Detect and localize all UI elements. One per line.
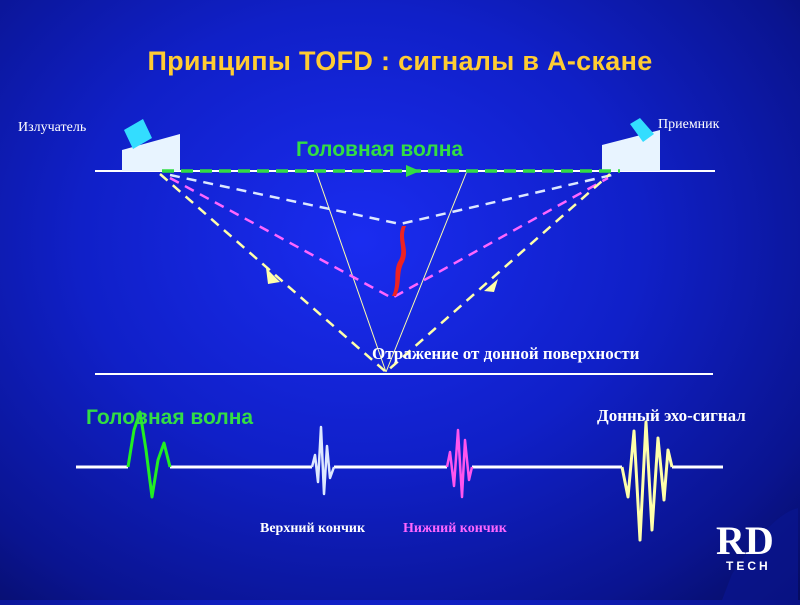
- lower-tip-label: Нижний кончик: [403, 521, 507, 536]
- backwall-echo-label: Донный эхо-сигнал: [597, 406, 746, 425]
- lower-tip-signal: [445, 428, 474, 499]
- lateral-wave-signal: [126, 410, 172, 499]
- backwall-reflection-label: Отражение от донной поверхности: [372, 344, 640, 363]
- lower-tip-path: [169, 176, 609, 300]
- lateral-wave-label: Головная волна: [296, 138, 464, 161]
- receiver-label: Приемник: [658, 117, 720, 132]
- backwall-echo-signal: [620, 420, 674, 542]
- upper-tip-label: Верхний кончик: [260, 521, 366, 536]
- crack-defect: [392, 226, 406, 296]
- backwall-arrow-down: [266, 268, 280, 284]
- backwall-arrow-up: [484, 279, 498, 292]
- transmitter-probe-icon: [122, 119, 180, 171]
- ascan-lateral-wave-label: Головная волна: [86, 406, 254, 429]
- slide-title: Принципы TOFD : сигналы в А-скане: [147, 46, 653, 76]
- lateral-wave-arrow: [406, 165, 420, 177]
- upper-tip-path: [169, 173, 613, 226]
- transmitter-label: Излучатель: [18, 120, 87, 135]
- logo-main-text: RD: [716, 518, 774, 563]
- logo-sub-text: TECH: [726, 559, 771, 573]
- upper-tip-signal: [310, 425, 336, 496]
- rd-tech-logo: RD TECH: [712, 504, 800, 600]
- beam-edge-left: [315, 170, 387, 373]
- beam-edge-right: [385, 170, 468, 373]
- receiver-probe-icon: [602, 118, 660, 171]
- backwall-path: [159, 173, 611, 374]
